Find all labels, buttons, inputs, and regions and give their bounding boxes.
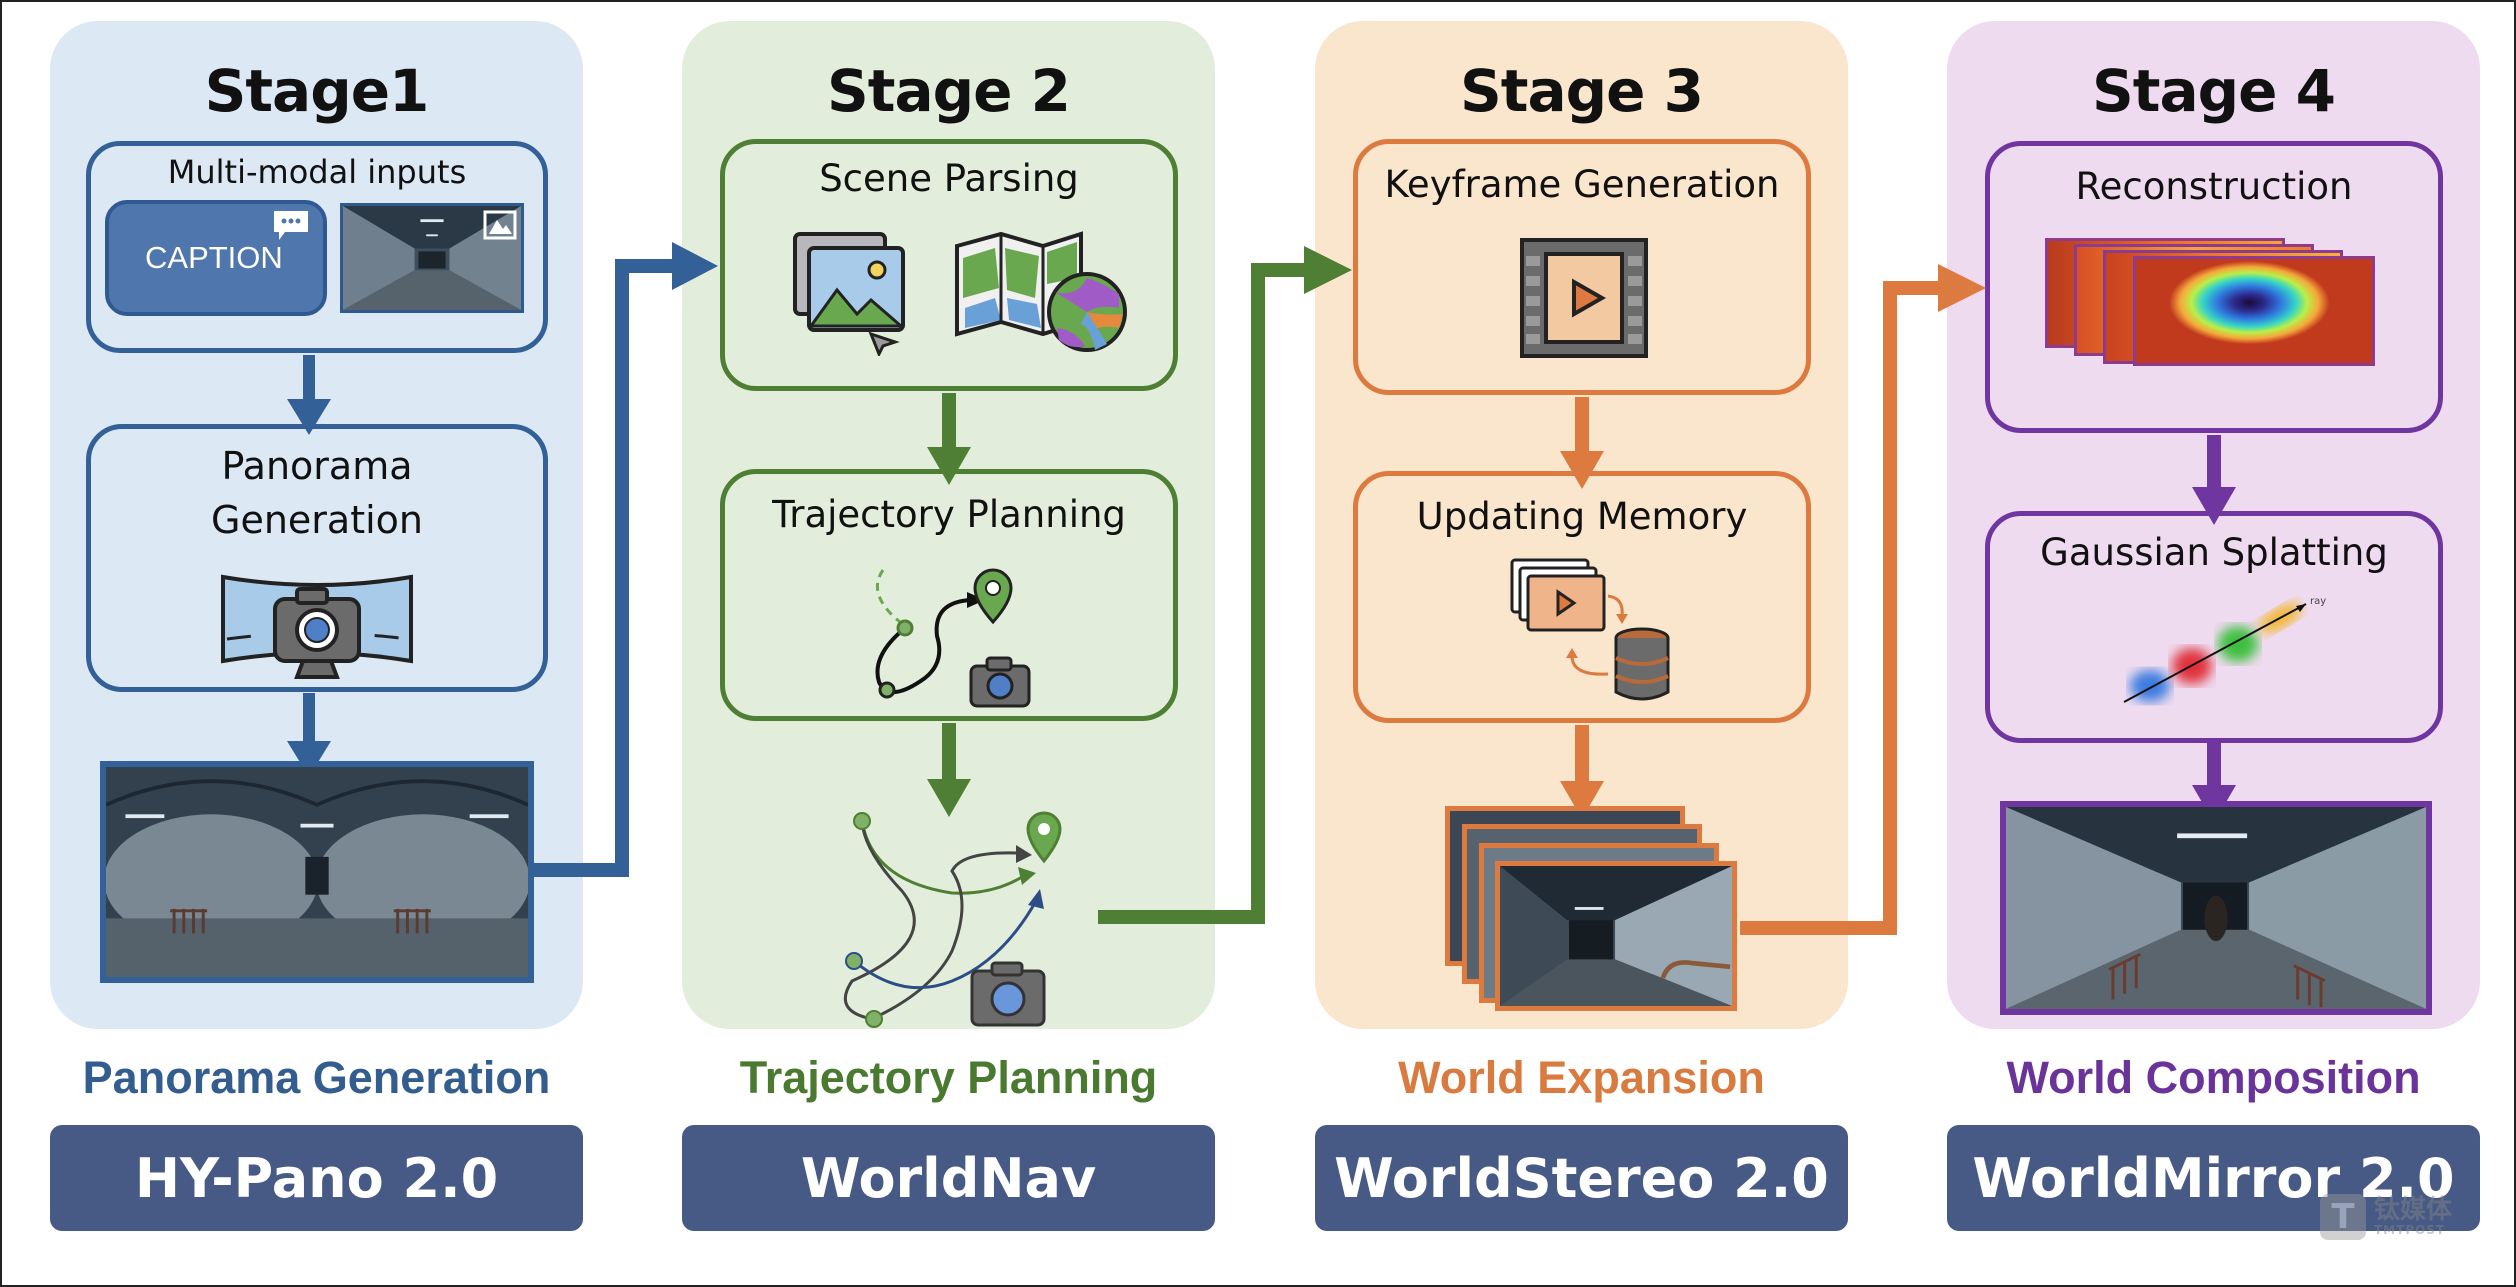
- arrow-down-1: [287, 355, 331, 435]
- model-button-worldnav[interactable]: WorldNav: [682, 1125, 1215, 1231]
- depth-map-stack: [2045, 238, 2385, 388]
- rendered-corridor-image: [2000, 801, 2432, 1015]
- stage2-title: Stage 2: [826, 57, 1071, 125]
- stage3-panel: Stage 3 Keyframe Generation Updating Mem…: [1315, 21, 1848, 1029]
- ray-label: ray: [2310, 596, 2326, 607]
- stage4-title: Stage 4: [2091, 57, 2336, 125]
- arrow-down-6: [1560, 725, 1604, 819]
- category-label-stage3: World Expansion: [1398, 1052, 1765, 1103]
- depth-map-front: [2133, 256, 2375, 366]
- keyframe-generation-label: Keyframe Generation: [1384, 163, 1780, 206]
- arrow-down-3: [927, 393, 971, 485]
- multimodal-inputs-box: Multi-modal inputs CAPTION: [86, 141, 548, 353]
- stage2-panel: Stage 2 Scene Parsing Tra: [682, 21, 1215, 1029]
- category-label-stage4: World Composition: [2006, 1052, 2421, 1103]
- model-button-worldmirror[interactable]: WorldMirror 2.0: [1947, 1125, 2480, 1231]
- reconstruction-box: Reconstruction: [1985, 141, 2443, 433]
- image-select-icon: [793, 232, 906, 356]
- stage3-title: Stage 3: [1459, 57, 1704, 125]
- watermark: T 钛媒体 TMTPOST: [2320, 1194, 2452, 1240]
- keyframe-stack-images: [1445, 806, 1737, 1011]
- scene-parsing-label: Scene Parsing: [819, 157, 1079, 200]
- film-play-icon: [1520, 238, 1648, 358]
- database-icon: [1614, 627, 1670, 701]
- multi-trajectory-graph: [843, 811, 1062, 1028]
- model-button-worldstereo[interactable]: WorldStereo 2.0: [1315, 1125, 1848, 1231]
- multimodal-inputs-label: Multi-modal inputs: [167, 153, 467, 191]
- keyframe-front-image: [1495, 861, 1737, 1011]
- panorama-generation-label-line1: Panorama: [221, 444, 413, 488]
- arrow-down-5: [1560, 397, 1604, 489]
- chat-bubble-icon: [274, 211, 308, 240]
- arrow-down-4: [927, 723, 971, 817]
- watermark-text: 钛媒体: [2374, 1195, 2453, 1225]
- watermark-subtext: TMTPOST: [2374, 1223, 2446, 1237]
- stage1-title: Stage1: [204, 57, 430, 125]
- keyframe-generation-box: Keyframe Generation: [1353, 139, 1811, 395]
- gaussian-splat-ray-icon: ray: [2123, 596, 2326, 703]
- trajectory-camera-icon: [970, 961, 1046, 1027]
- category-label-stage1: Panorama Generation: [82, 1052, 551, 1103]
- path-pin-icon: [875, 568, 1013, 699]
- video-stack-icon: [1510, 558, 1606, 632]
- arrow-down-7: [2192, 435, 2236, 525]
- gaussian-splatting-box: Gaussian Splatting ray: [1985, 511, 2443, 743]
- reconstruction-label: Reconstruction: [2075, 165, 2353, 208]
- sync-arrows-icon: [1566, 594, 1628, 676]
- category-label-stage2: Trajectory Planning: [739, 1052, 1158, 1103]
- trajectory-planning-box: Trajectory Planning: [720, 469, 1178, 721]
- updating-memory-box: Updating Memory: [1353, 471, 1811, 723]
- stage1-panel: Stage1 Multi-modal inputs CAPTION: [50, 21, 583, 1029]
- image-icon: [483, 210, 517, 240]
- scene-parsing-box: Scene Parsing: [720, 139, 1178, 391]
- watermark-logo-icon: T: [2320, 1194, 2366, 1240]
- map-globe-icon: [955, 231, 1127, 352]
- updating-memory-label: Updating Memory: [1416, 495, 1748, 538]
- gaussian-splatting-label: Gaussian Splatting: [2040, 531, 2388, 574]
- caption-card: CAPTION: [105, 200, 327, 316]
- camera-icon: [969, 656, 1031, 708]
- panorama-output-image: [100, 761, 534, 983]
- panorama-generation-label-line2: Generation: [211, 498, 423, 542]
- panorama-generation-box: Panorama Generation: [86, 424, 548, 692]
- panorama-camera-icon: [221, 574, 413, 679]
- trajectory-planning-label: Trajectory Planning: [772, 493, 1126, 536]
- caption-text: CAPTION: [145, 240, 283, 275]
- stage4-panel: Stage 4 Reconstruction Gaussian Splattin…: [1947, 21, 2480, 1029]
- arrow-down-2: [287, 693, 331, 777]
- input-image: [340, 203, 524, 313]
- model-button-hy-pano[interactable]: HY-Pano 2.0: [50, 1125, 583, 1231]
